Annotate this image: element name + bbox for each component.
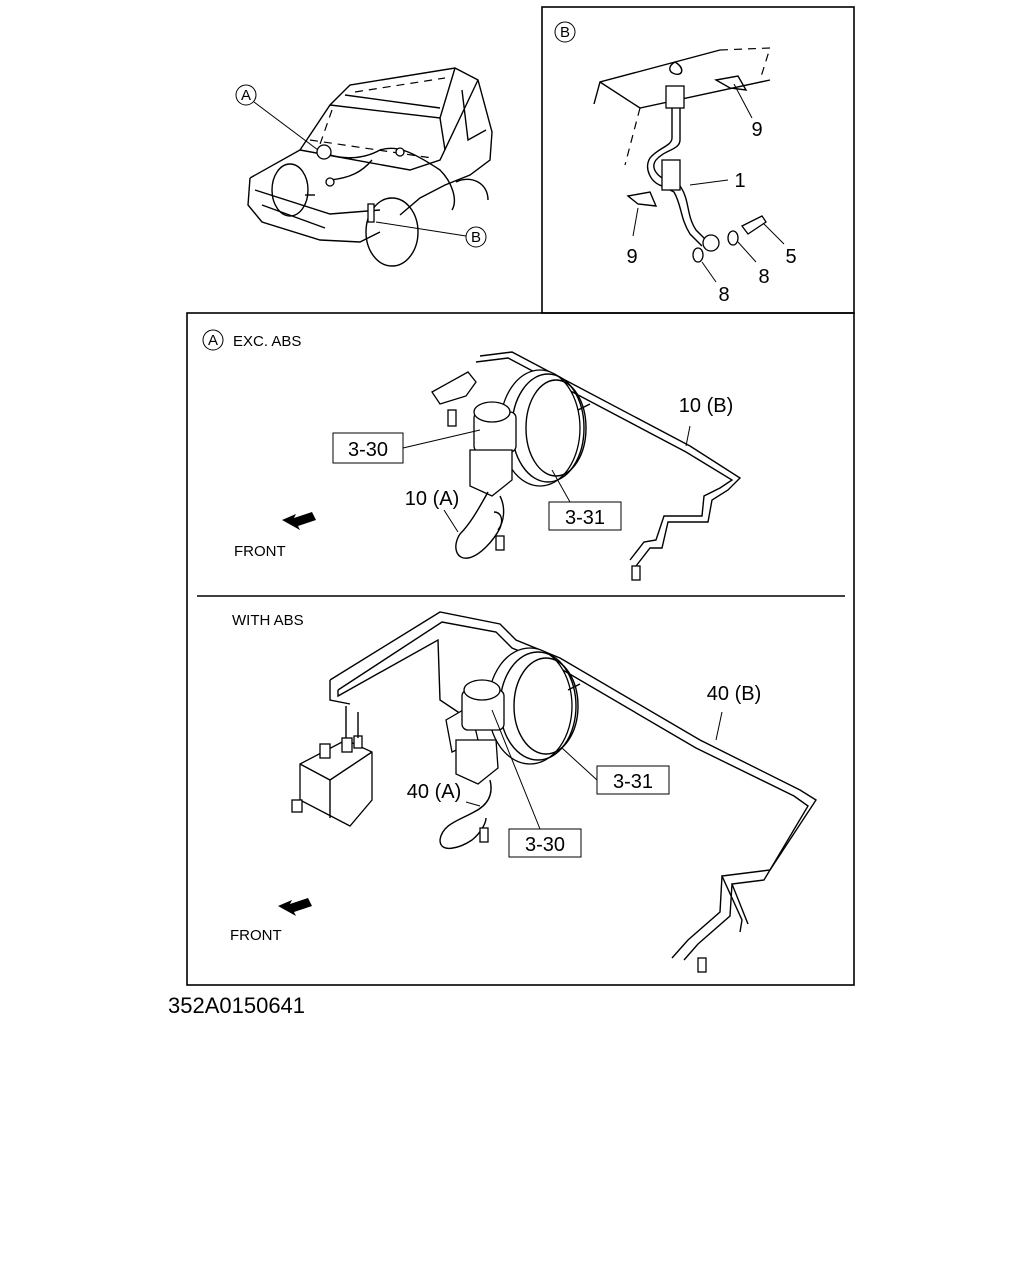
front-arrow-icon [282, 512, 316, 530]
main-panel-frame [186, 312, 855, 986]
exc-ref-3-30[interactable]: 3-30 [348, 439, 388, 461]
front-arrow-icon [278, 898, 312, 916]
callout-b-label: B [471, 229, 481, 246]
part-8-left-label: 8 [718, 284, 729, 306]
part-9-lower-label: 9 [626, 246, 637, 268]
exc-pipe-10b-label: 10 (B) [679, 395, 733, 417]
exc-ref-3-31[interactable]: 3-31 [565, 507, 605, 529]
sheet-number: 352A0150641 [168, 993, 305, 1018]
abs-ref-3-31[interactable]: 3-31 [613, 771, 653, 793]
callout-b: B [375, 221, 487, 248]
part-8-right-label: 8 [758, 266, 769, 288]
exc-abs-title: EXC. ABS [233, 333, 301, 350]
callout-a-label: A [241, 87, 251, 104]
part-5-label: 5 [785, 246, 796, 268]
panel-with-abs: WITH ABS 3-31 3- [230, 611, 817, 973]
callout-a: A [235, 84, 319, 151]
abs-pipe-40b-label: 40 (B) [707, 683, 761, 705]
panel-b-letter: B [560, 24, 570, 41]
part-1-label: 1 [734, 170, 745, 192]
exc-pipe-10a-label: 10 (A) [405, 488, 459, 510]
part-9-upper-label: 9 [751, 119, 762, 141]
abs-pipe-40a-label: 40 (A) [407, 781, 461, 803]
panel-b: B 9 1 9 5 8 8 [541, 6, 855, 314]
exc-abs-letter: A [208, 332, 218, 349]
vehicle-overview [247, 67, 493, 267]
panel-exc-abs: A EXC. ABS 3-30 3-31 10 (B) 10 (A) [202, 329, 742, 581]
abs-front-label: FRONT [230, 927, 282, 944]
with-abs-title: WITH ABS [232, 612, 304, 629]
exc-front-label: FRONT [234, 543, 286, 560]
abs-ref-3-30[interactable]: 3-30 [525, 834, 565, 856]
